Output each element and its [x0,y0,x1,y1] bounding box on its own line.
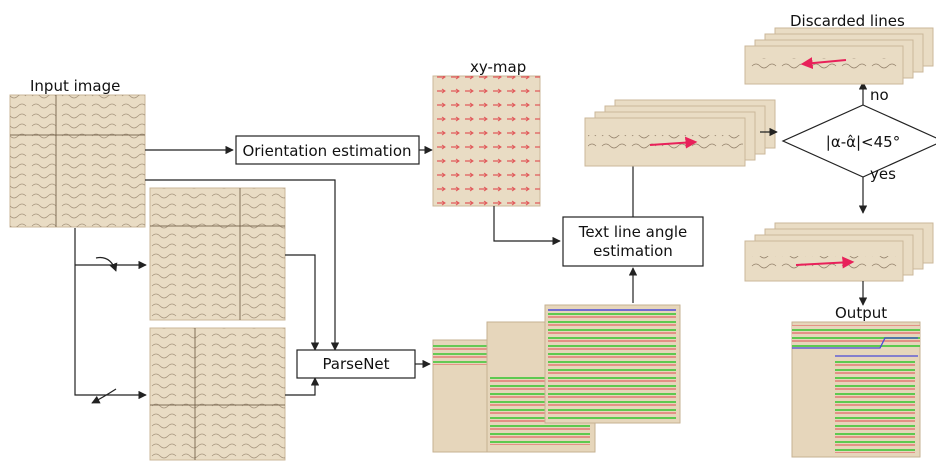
text-line-angle-text-1: Text line angle [578,223,688,241]
orientation-estimation-text: Orientation estimation [242,142,411,160]
text-line-angle-text-2: estimation [593,242,673,260]
yes-label: yes [870,165,896,183]
input-image-thumbnail [9,94,146,228]
input-image-label: Input image [30,77,120,95]
discarded-lines-label: Discarded lines [790,12,905,30]
discarded-lines-stack [744,27,934,85]
angle-decision-text: |α-α̂|<45° [826,133,900,151]
output-label: Output [835,304,887,322]
orientation-estimation-box [235,135,420,165]
xy-map-image [432,75,541,207]
xy-map-label: xy-map [470,58,526,76]
output-image [791,321,921,458]
rotate-ccw-icon [91,388,117,404]
branch-arrow-ccw [74,228,147,400]
rotate-cw-icon [95,256,118,272]
text-line-stack [584,99,776,167]
accepted-lines-stack [744,222,934,282]
parsenet-output-stack [432,304,681,453]
no-label: no [870,86,889,104]
rotated-image-cw [149,187,286,321]
parsenet-text: ParseNet [322,355,389,373]
text-line-angle-estimation-box [562,216,704,267]
rotated-image-ccw [149,327,286,461]
